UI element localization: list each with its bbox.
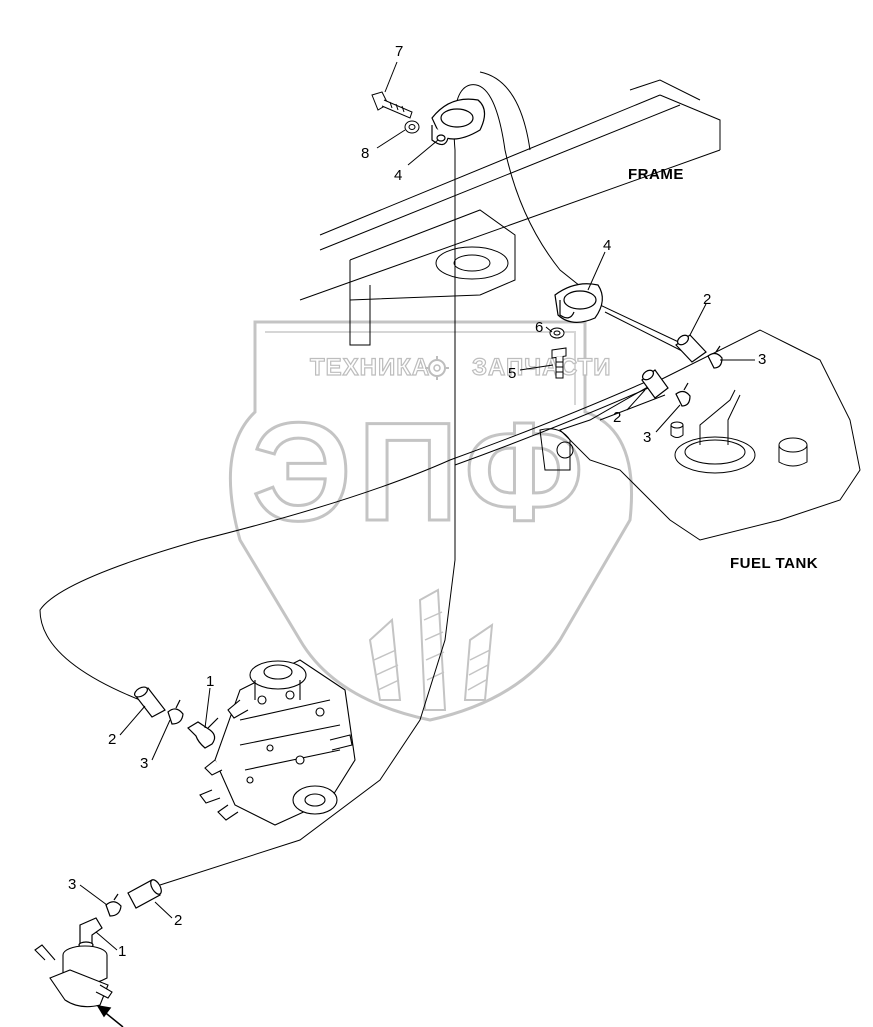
callout-2-feed: 2 (174, 912, 183, 929)
hose-supply (39, 379, 651, 701)
elbow-feed (78, 917, 103, 949)
callout-3-tank-lower: 3 (643, 429, 652, 446)
hose-return (159, 84, 686, 886)
injection-pump (199, 659, 356, 826)
label-fuel-tank: FUEL TANK (730, 555, 819, 572)
washer-8 (404, 120, 420, 134)
sleeve-feed (127, 879, 162, 909)
elbow-pump (187, 717, 219, 749)
callout-5: 5 (508, 365, 517, 382)
callout-7: 7 (395, 43, 404, 60)
bolt-7 (371, 91, 413, 119)
callout-3-feed: 3 (68, 876, 77, 893)
clip-pump (167, 699, 184, 725)
callout-8: 8 (361, 145, 370, 162)
watermark-main-text: ЭПФ (251, 393, 590, 550)
callout-3-pump: 3 (140, 755, 149, 772)
callout-4-top: 4 (394, 167, 403, 184)
watermark-left-text: ТЕХНИКА (309, 354, 431, 381)
callout-2-pump: 2 (108, 731, 117, 748)
frame-rail-lower (299, 149, 721, 301)
clamp-mid (554, 283, 603, 323)
watermark-right-text: ЗАПЧАСТИ (471, 354, 612, 381)
inlet-arrow (96, 1004, 124, 1027)
frame-rail-end (659, 94, 721, 150)
callout-1-feed: 1 (118, 943, 127, 960)
washer-6 (549, 327, 565, 339)
clip-feed (105, 893, 122, 917)
sleeve-tank-upper (675, 334, 707, 363)
bolt-5 (551, 347, 567, 379)
clip-tank-lower (675, 382, 691, 407)
callout-3-tank-upper: 3 (758, 351, 767, 368)
clamp-top (431, 98, 486, 146)
fuel-tank-outline (559, 329, 861, 541)
sleeve-tank-lower (641, 369, 669, 399)
frame-rail-upper (319, 94, 661, 236)
sleeve-pump (134, 686, 166, 718)
frame-bracket (349, 209, 516, 301)
frame-rail-upper-2 (319, 104, 681, 251)
callout-6: 6 (535, 319, 544, 336)
label-frame: FRAME (628, 166, 684, 183)
callout-1-pump: 1 (206, 673, 215, 690)
feed-pump (34, 944, 113, 1008)
clip-tank-upper (707, 345, 723, 369)
callout-2-tank-upper: 2 (703, 291, 712, 308)
callout-4-mid: 4 (603, 237, 612, 254)
callout-2-tank-lower: 2 (613, 409, 622, 426)
